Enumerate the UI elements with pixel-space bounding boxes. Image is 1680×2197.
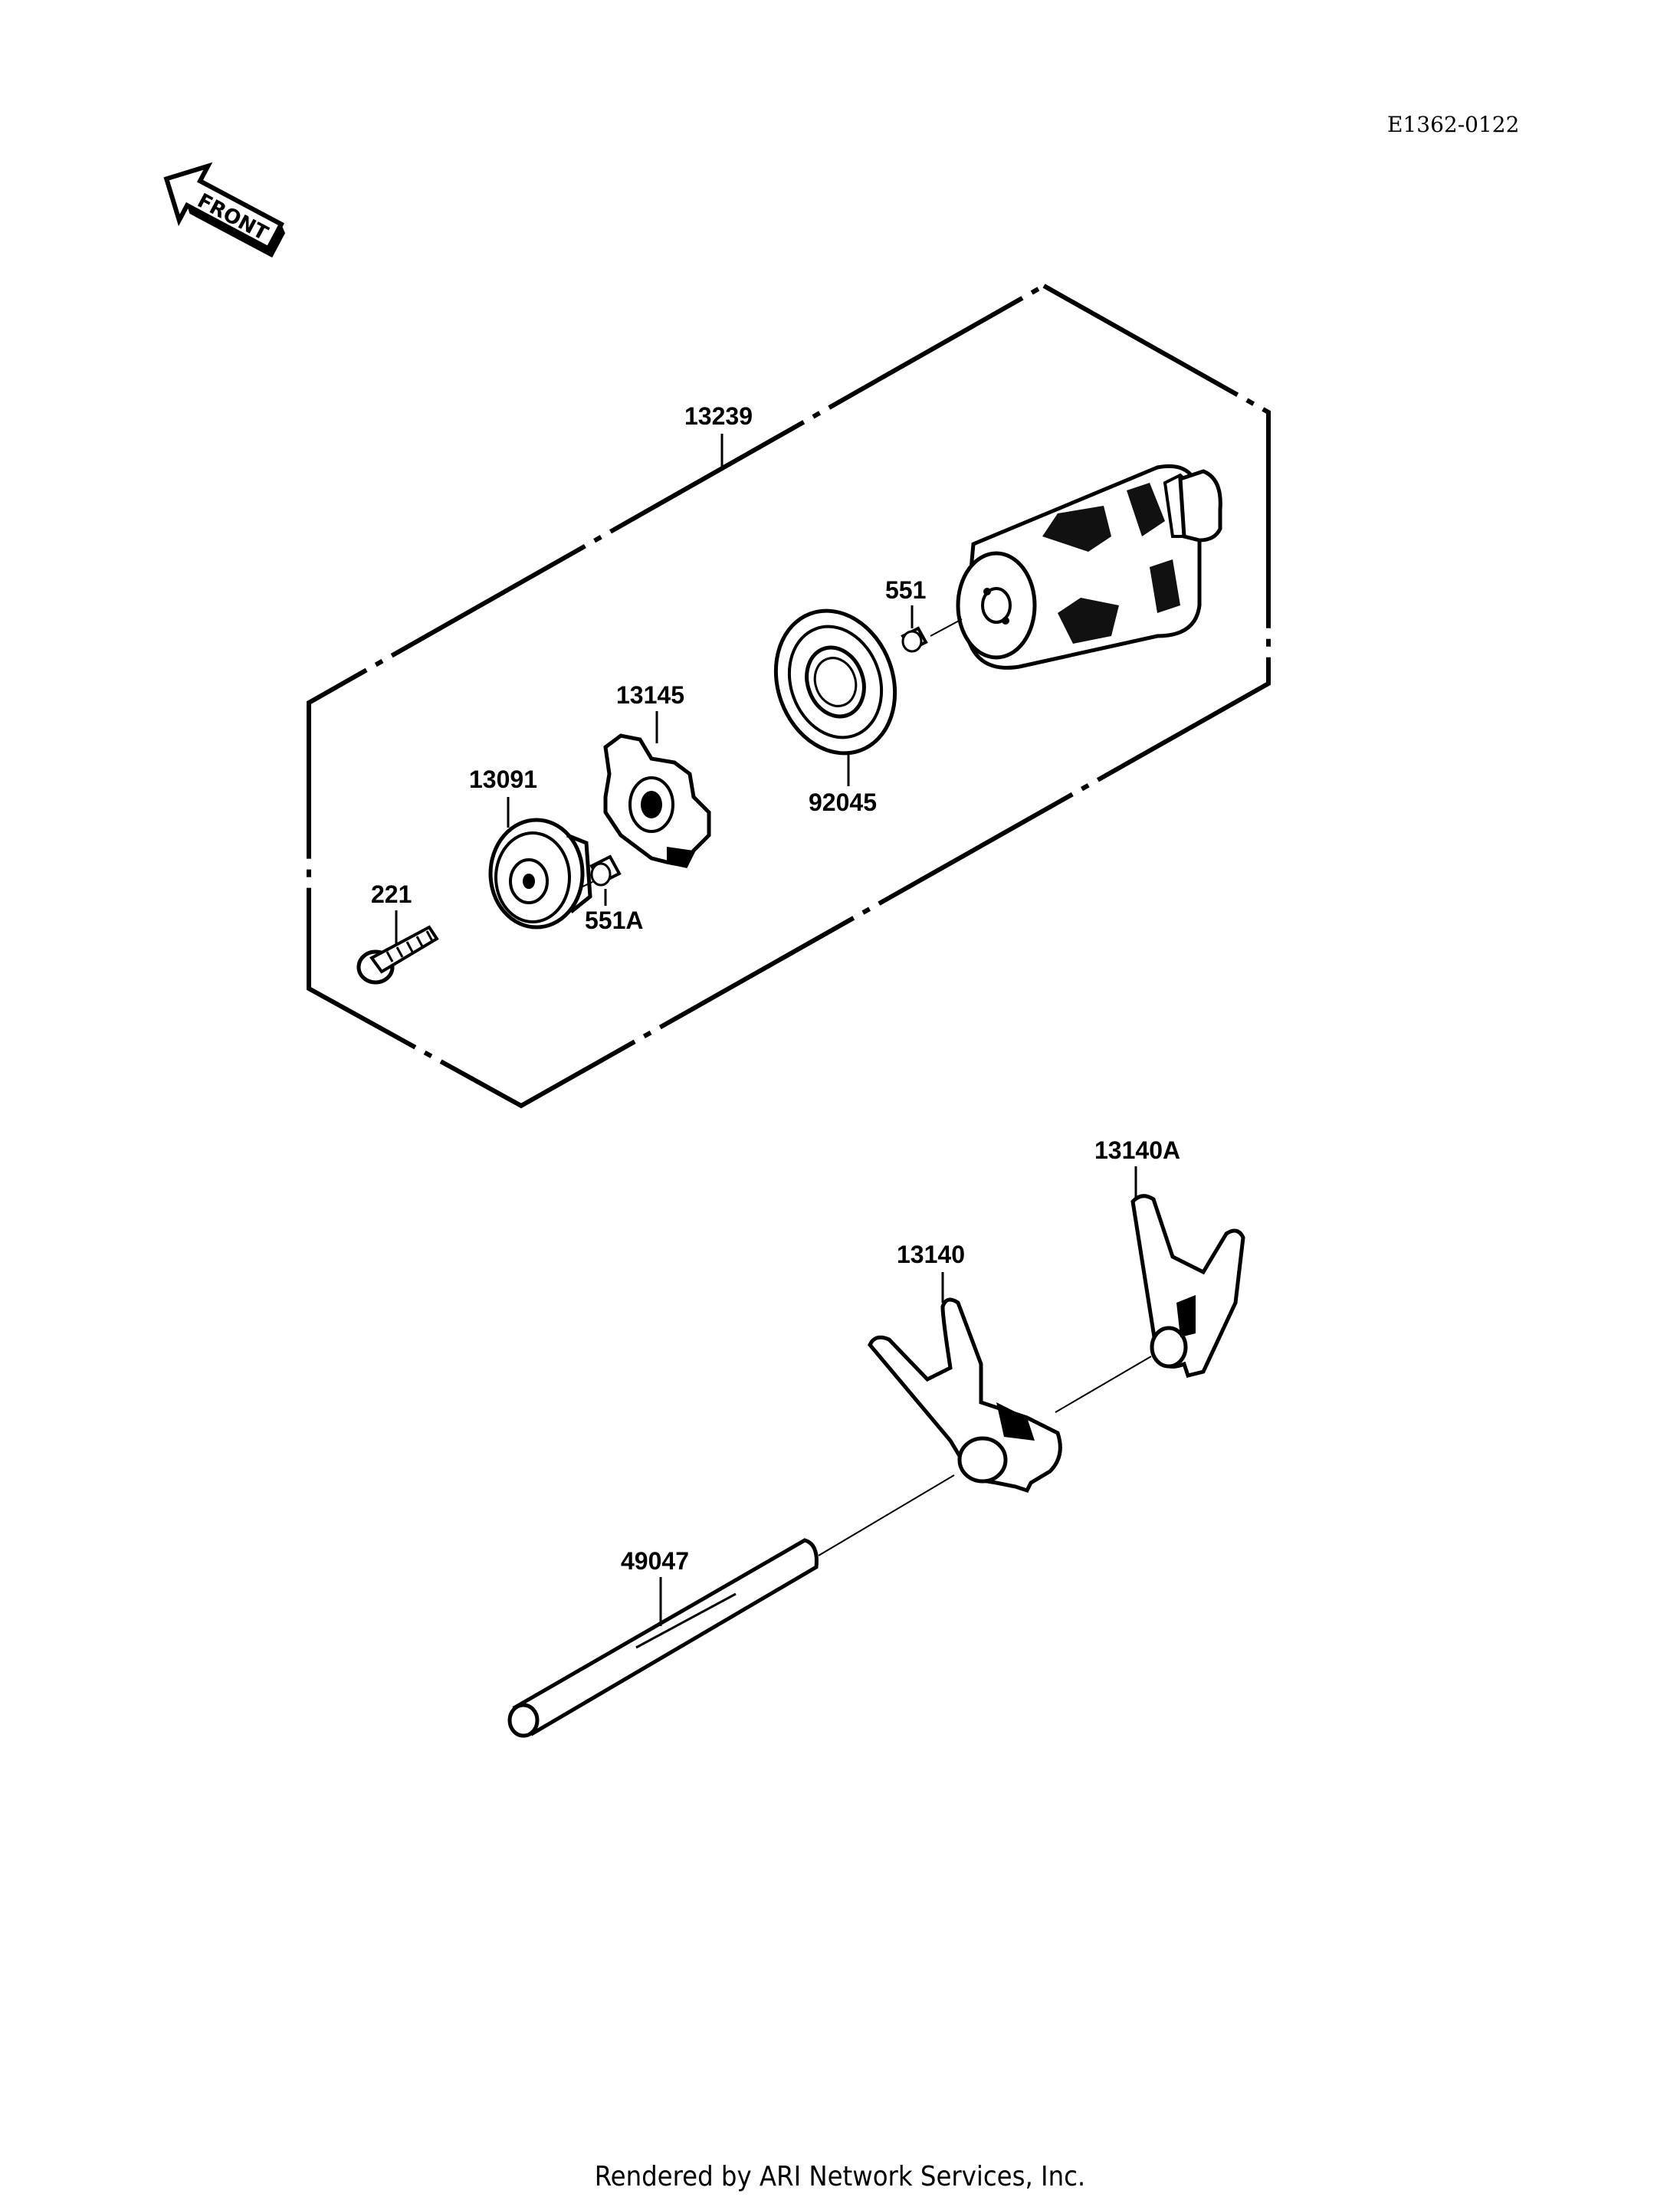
label-551: 551 [885, 576, 926, 604]
pin-551A [589, 854, 622, 887]
shift-fork-13140 [868, 1297, 1062, 1494]
plate-13091 [488, 818, 592, 930]
screw-221 [356, 925, 439, 985]
shift-drum [956, 464, 1222, 670]
label-49047: 49047 [621, 1547, 689, 1575]
bearing-92045 [773, 608, 897, 756]
label-551A: 551A [585, 907, 644, 934]
label-13239: 13239 [684, 402, 753, 430]
shift-fork-13140A [1130, 1194, 1245, 1378]
front-arrow-icon: FRONT [163, 162, 286, 258]
label-221: 221 [371, 880, 412, 908]
drum-cam-13145 [603, 733, 711, 868]
diagram-code: E1362-0122 [1387, 112, 1519, 137]
label-13091: 13091 [469, 766, 537, 793]
label-92045: 92045 [809, 789, 877, 816]
footer-credit: Rendered by ARI Network Services, Inc. [594, 2161, 1086, 2192]
label-13140A: 13140A [1094, 1136, 1180, 1164]
pin-551 [901, 626, 928, 653]
assembly-13239-boundary [307, 283, 1271, 1109]
label-13145: 13145 [616, 681, 684, 709]
label-13140: 13140 [897, 1241, 965, 1268]
shift-rod-49047 [507, 1538, 819, 1738]
